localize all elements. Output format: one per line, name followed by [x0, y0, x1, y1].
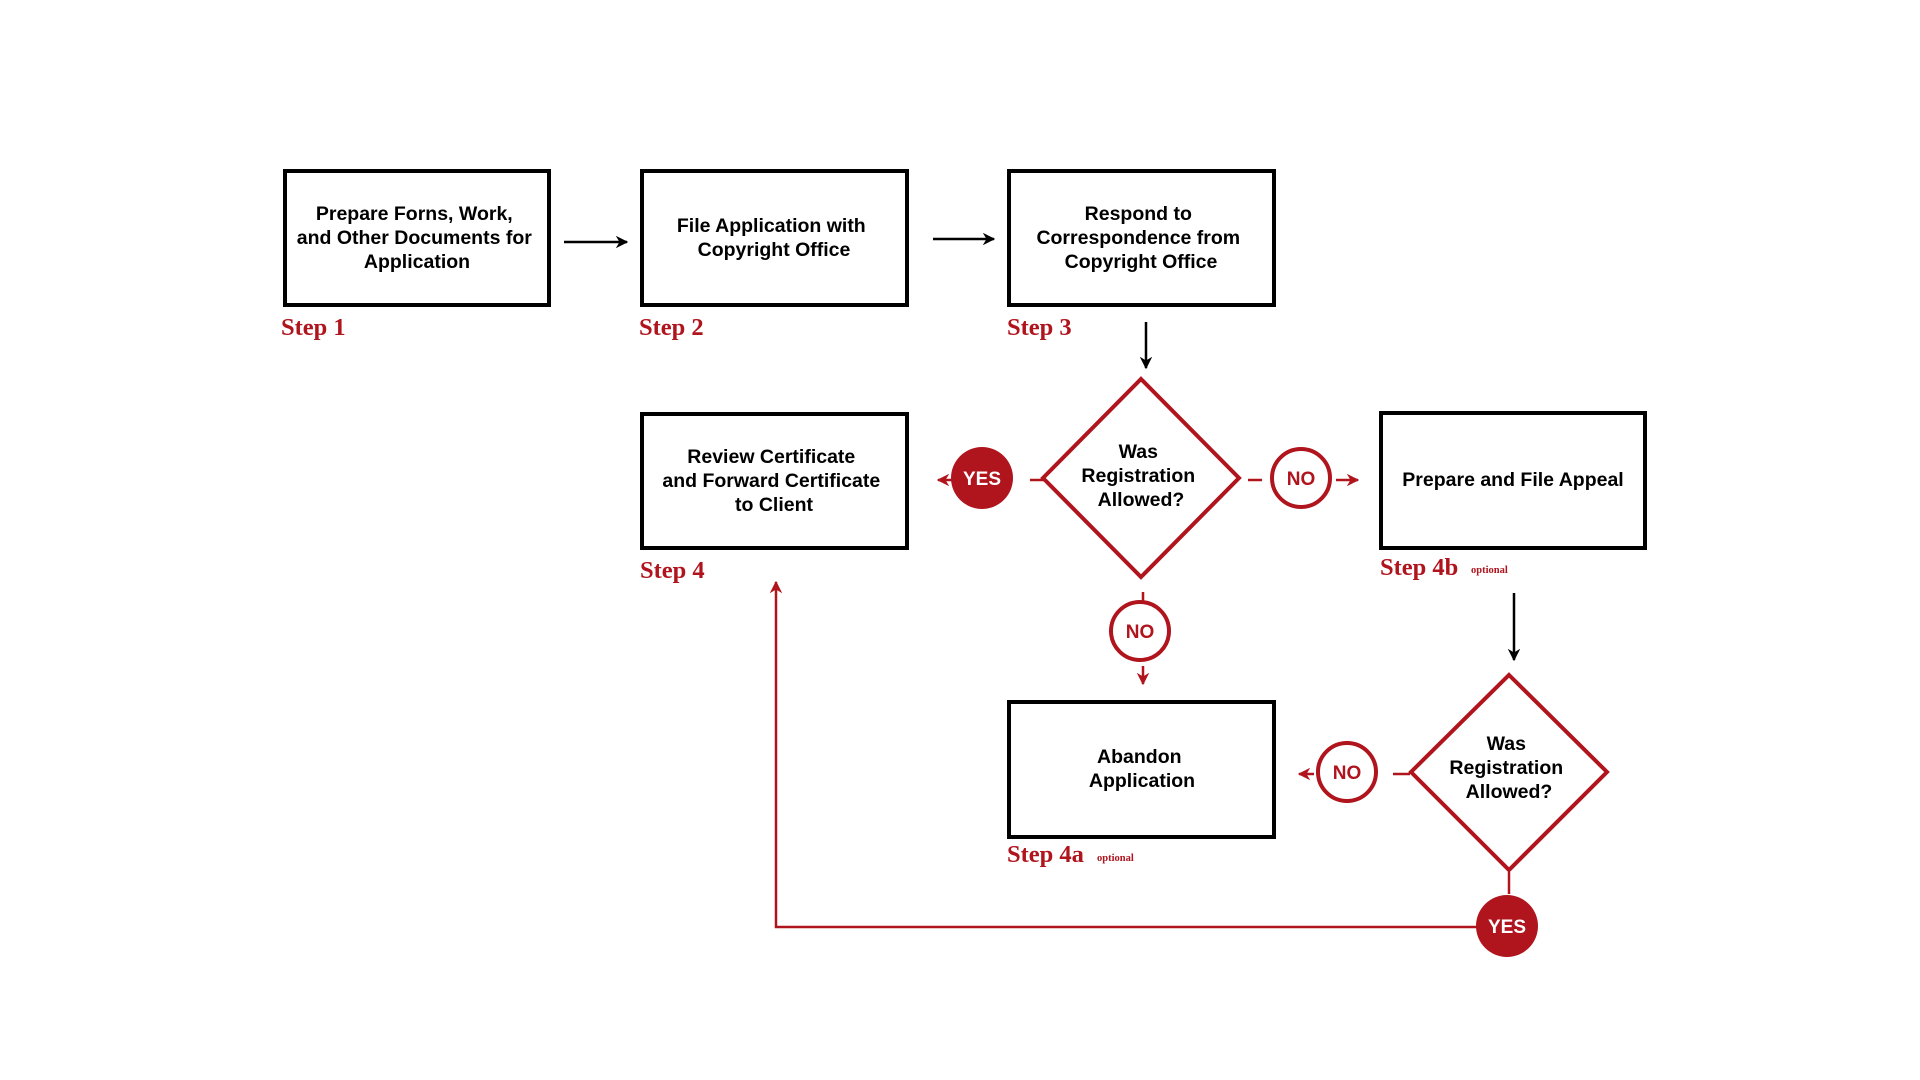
step4b-label: Step 4b: [1380, 554, 1458, 581]
step2-box-text: File Application with Copyright Office: [677, 215, 871, 261]
decision-first-text: Was Registration Allowed?: [1081, 441, 1200, 511]
decision-diamond-second: [1408, 672, 1610, 873]
step4a-optional-note: optional: [1097, 853, 1134, 864]
yes-badge-second-text: YES: [1488, 917, 1526, 938]
step4b-box: [1379, 411, 1647, 550]
step4-box-text: Review Certificate and Forward Certifica…: [662, 446, 885, 516]
decision-diamond-first: [1040, 376, 1242, 580]
step4a-label: Step 4a: [1007, 841, 1084, 868]
connector-yes-loop-to-step4: [769, 580, 1477, 929]
step1-box: [283, 169, 551, 307]
no-badge-down: NO: [1109, 600, 1171, 662]
no-badge-down-text: NO: [1126, 622, 1155, 643]
step4-label: Step 4: [640, 557, 705, 584]
step4b-optional-note: optional: [1471, 565, 1508, 576]
yes-badge-first-text: YES: [963, 469, 1001, 490]
step4a-box: [1007, 700, 1276, 839]
step1-label: Step 1: [281, 314, 346, 341]
step4-box: [640, 412, 909, 550]
no-badge-second-text: NO: [1333, 763, 1362, 784]
yes-badge-first: YES: [951, 447, 1013, 509]
decision-second-text: Was Registration Allowed?: [1449, 733, 1568, 803]
step3-label: Step 3: [1007, 314, 1072, 341]
no-badge-right-text: NO: [1287, 469, 1316, 490]
yes-badge-second: YES: [1476, 895, 1538, 957]
step3-box-text: Respond to Correspondence from Copyright…: [1036, 203, 1245, 273]
no-badge-second: NO: [1316, 741, 1378, 803]
step3-box: [1007, 169, 1276, 307]
step2-label: Step 2: [639, 314, 704, 341]
step2-box: [640, 169, 909, 307]
step1-box-text: Prepare Forns, Work, and Other Documents…: [297, 203, 538, 273]
no-badge-right: NO: [1270, 447, 1332, 509]
step4b-box-text: Prepare and File Appeal: [1402, 469, 1623, 491]
step4a-box-text: Abandon Application: [1089, 746, 1195, 792]
